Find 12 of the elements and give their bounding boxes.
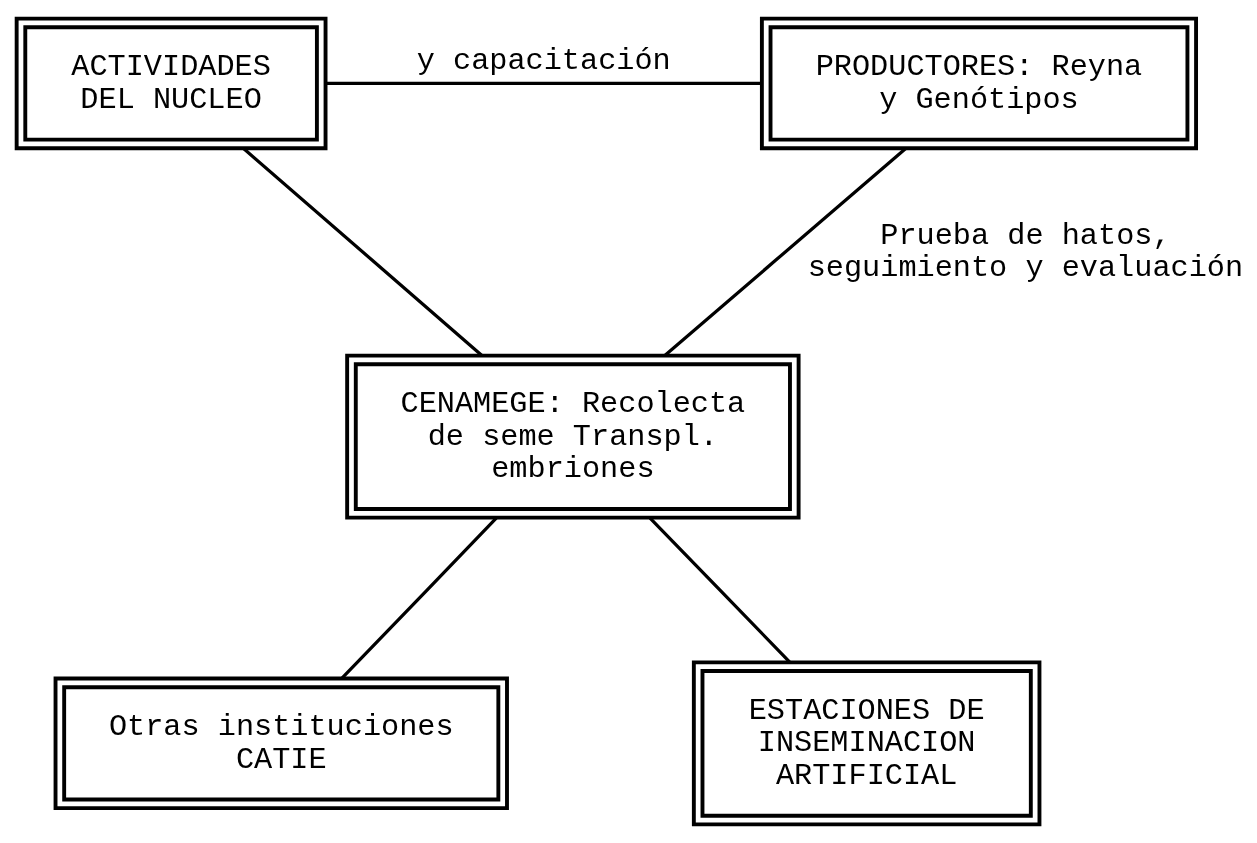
connector — [648, 517, 792, 664]
node-box: ACTIVIDADES DEL NUCLEO — [14, 16, 328, 151]
edge-label: Prueba de hatos, seguimiento y evaluación — [807, 218, 1244, 286]
node-box: ESTACIONES DE INSEMINACION ARTIFICIAL — [691, 660, 1042, 827]
node-box: CENAMEGE: Recolecta de seme Transpl. embriones — [345, 353, 801, 520]
edge-label: y capacitación — [416, 43, 671, 78]
connector — [664, 147, 907, 357]
node-box: PRODUCTORES: Reyna y Genótipos — [759, 16, 1198, 151]
connector — [340, 517, 498, 680]
connector — [242, 147, 483, 357]
node-box: Otras instituciones CATIE — [53, 676, 509, 811]
connector — [325, 81, 762, 86]
